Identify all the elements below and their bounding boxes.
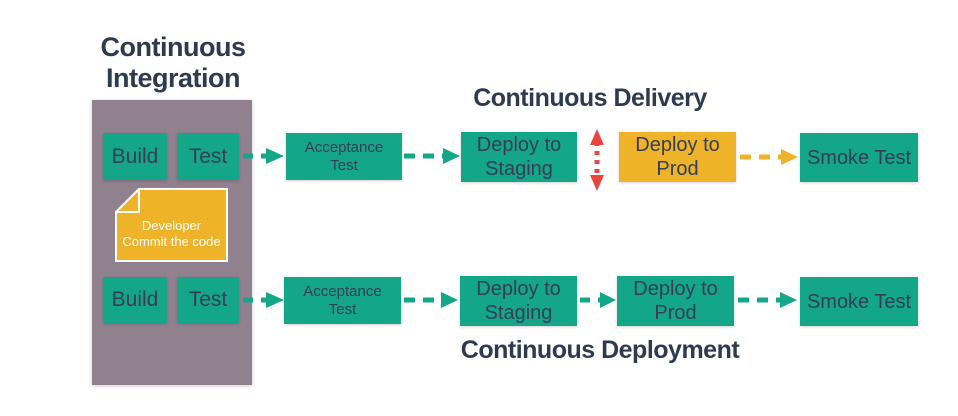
dashed-arrow-acceptance-to-staging-top: [404, 148, 460, 164]
test-box-bottom-label: Test: [188, 288, 228, 311]
developer-commit-note: Developer Commit the code: [115, 188, 228, 262]
test-box-bottom: Test: [177, 277, 239, 323]
acceptance-line2: Test: [328, 300, 357, 318]
deploy-staging-line1: Deploy to: [476, 278, 561, 300]
build-box-top-label: Build: [111, 144, 159, 168]
build-box-bottom-label: Build: [111, 288, 159, 311]
acceptance-line2: Test: [330, 156, 358, 174]
dashed-arrow-staging-to-prod-bottom: [580, 292, 616, 308]
acceptance-line1: Acceptance: [304, 138, 384, 156]
dashed-arrow-acceptance-to-staging-bottom: [404, 292, 458, 308]
smoke-test-box-deployment: Smoke Test: [800, 277, 918, 326]
deploy-staging-line2: Staging: [484, 302, 553, 324]
deploy-staging-box-delivery: Deploy to Staging: [461, 132, 577, 182]
test-box-top: Test: [177, 133, 239, 180]
deploy-prod-box-delivery: Deploy to Prod: [619, 132, 736, 182]
smoke-test-label-delivery: Smoke Test: [806, 146, 912, 169]
note-line2: Commit the code: [122, 234, 221, 249]
deploy-prod-line1: Deploy to: [635, 134, 720, 156]
continuous-deployment-title: Continuous Deployment: [460, 336, 740, 364]
note-line1: Developer: [141, 218, 202, 233]
acceptance-line1: Acceptance: [303, 282, 382, 300]
deploy-staging-line2: Staging: [485, 158, 553, 180]
folded-note-icon: [115, 188, 228, 262]
continuous-integration-title: Continuous Integration: [100, 32, 246, 93]
build-box-bottom: Build: [103, 277, 167, 323]
deploy-staging-box-deployment: Deploy to Staging: [460, 276, 577, 326]
deploy-prod-line1: Deploy to: [633, 278, 718, 300]
deploy-prod-line2: Prod: [656, 158, 699, 180]
dashed-arrow-prod-to-smoke-top: [740, 149, 798, 165]
deploy-prod-line2: Prod: [654, 302, 697, 324]
red-dotted-double-arrow: [590, 129, 604, 191]
deploy-prod-box-deployment: Deploy to Prod: [617, 276, 734, 326]
smoke-test-box-delivery: Smoke Test: [800, 133, 918, 182]
test-box-top-label: Test: [188, 144, 228, 168]
acceptance-test-box-deployment: Acceptance Test: [284, 277, 401, 324]
smoke-test-label-deployment: Smoke Test: [806, 290, 912, 313]
continuous-delivery-title: Continuous Delivery: [473, 84, 707, 112]
deploy-staging-line1: Deploy to: [476, 134, 562, 156]
acceptance-test-box-delivery: Acceptance Test: [286, 133, 402, 180]
dashed-arrow-prod-to-smoke-bottom: [738, 292, 797, 308]
build-box-top: Build: [103, 133, 167, 180]
